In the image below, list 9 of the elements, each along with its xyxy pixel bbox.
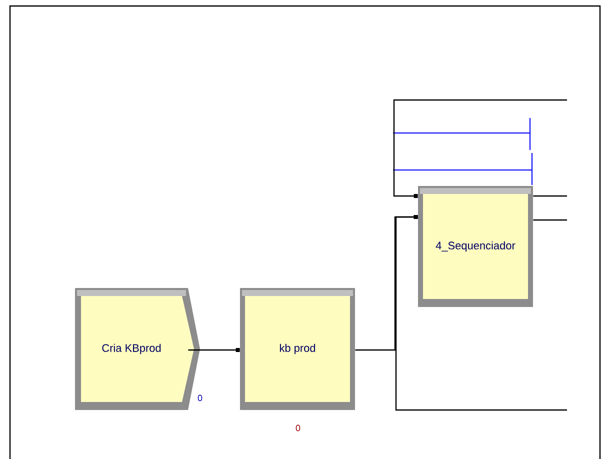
connector (393, 99, 567, 198)
process-box: 4_Sequenciador (418, 186, 533, 307)
connector (533, 195, 567, 197)
counter-label: 0 (198, 394, 202, 402)
connector (395, 215, 567, 411)
process-box: kb prod (240, 288, 355, 410)
connector (188, 348, 240, 352)
connector (533, 219, 567, 221)
counter-label: 0 (296, 424, 300, 432)
